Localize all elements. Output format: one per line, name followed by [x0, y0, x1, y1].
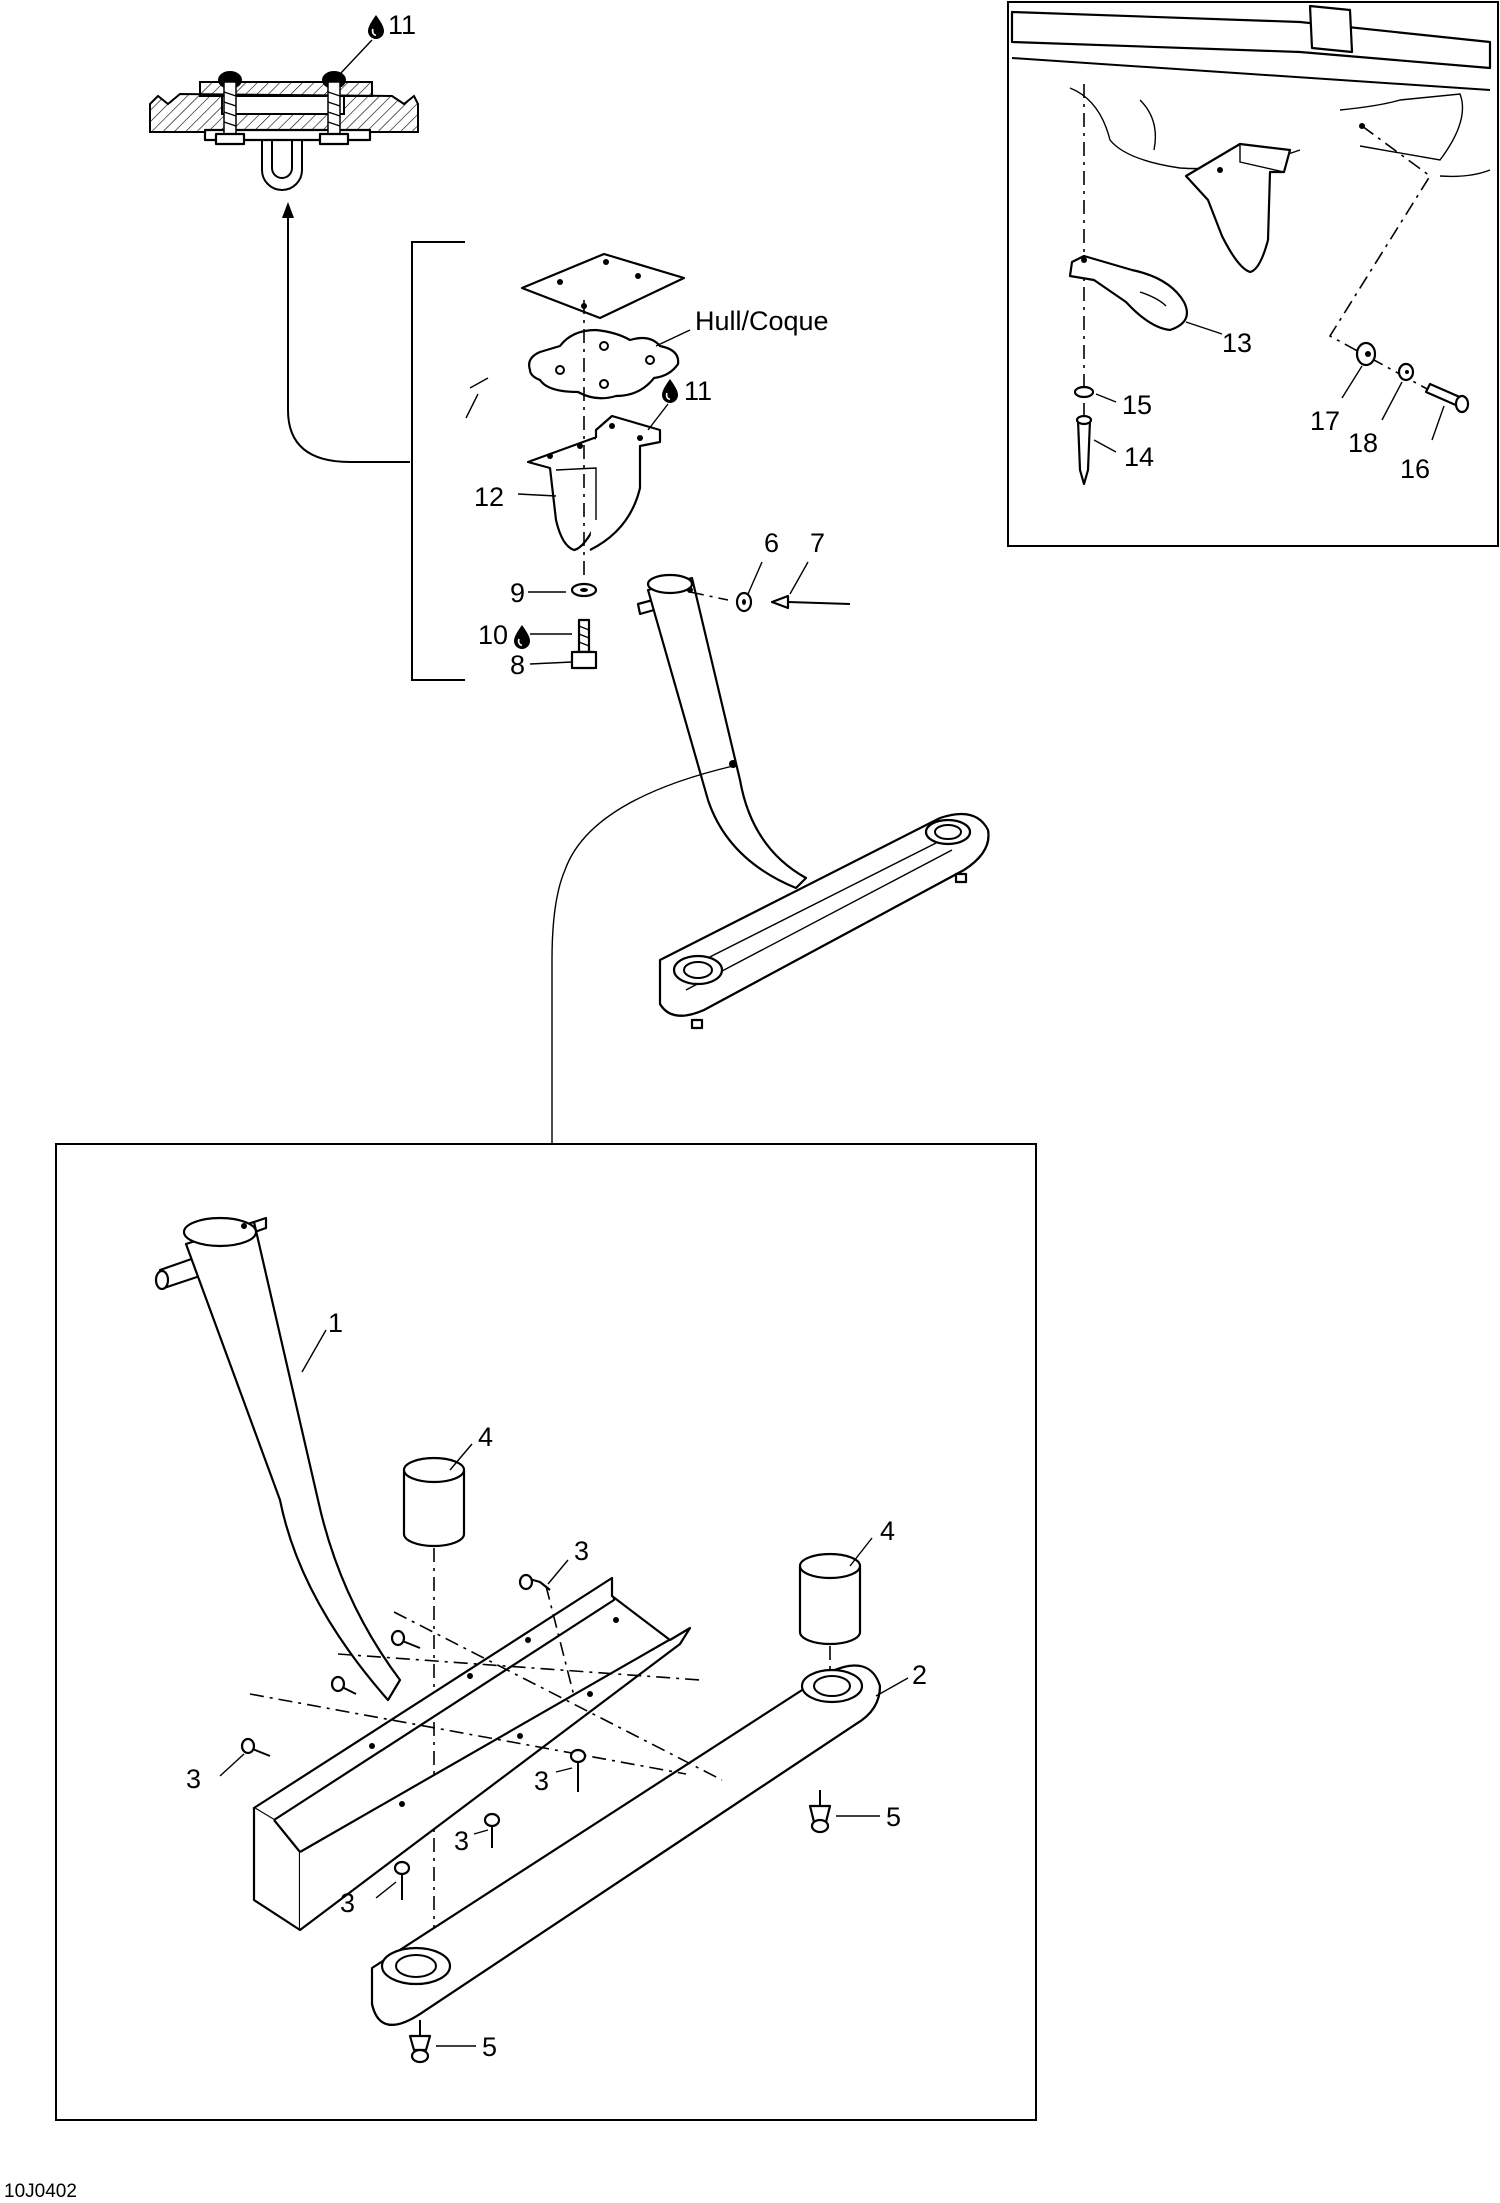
callout-8: 8	[510, 650, 525, 680]
inset-frame	[1007, 1, 1499, 547]
callout-11-b: 11	[684, 376, 712, 406]
bracket-assembly: Hull/Coque 11 12 9 10 8	[465, 252, 829, 680]
callout-7: 7	[810, 528, 825, 558]
hull-label: Hull/Coque	[695, 306, 829, 336]
screw-group	[240, 1573, 587, 1900]
callout-3-e: 3	[340, 1888, 355, 1918]
callout-5-b: 5	[482, 2032, 497, 2062]
callout-4-b: 4	[880, 1516, 895, 1546]
callout-17: 17	[1310, 406, 1340, 436]
exploded-stand: 1 4 4 2	[154, 1216, 927, 2064]
callout-14: 14	[1124, 442, 1154, 472]
foot-right	[808, 1790, 832, 1834]
callout-18: 18	[1348, 428, 1378, 458]
stand-assembled: 6 7	[636, 528, 990, 1030]
inset-detail: 13 15 14 17 18 16	[1010, 4, 1492, 486]
callout-6: 6	[764, 528, 779, 558]
oil-drop-icon	[513, 624, 531, 650]
foot-left	[408, 2020, 432, 2064]
exploded-frame	[55, 1143, 1037, 2121]
callout-10: 10	[478, 620, 508, 650]
callout-11: 11	[388, 10, 416, 40]
hull-section-detail: 11	[149, 10, 419, 191]
callout-4: 4	[478, 1422, 493, 1452]
callout-13: 13	[1222, 328, 1252, 358]
callout-3-d: 3	[454, 1826, 469, 1856]
oil-drop-icon	[367, 14, 385, 40]
callout-9: 9	[510, 578, 525, 608]
callout-12: 12	[474, 482, 504, 512]
callout-1: 1	[328, 1308, 343, 1338]
callout-3-b: 3	[186, 1764, 201, 1794]
callout-3: 3	[574, 1536, 589, 1566]
callout-16: 16	[1400, 454, 1430, 484]
drawing-code: 10J0402	[4, 2181, 77, 2202]
callout-15: 15	[1122, 390, 1152, 420]
callout-2: 2	[912, 1660, 927, 1690]
oil-drop-icon	[661, 378, 679, 404]
callout-5: 5	[886, 1802, 901, 1832]
bolt-right	[318, 71, 350, 146]
callout-3-c: 3	[534, 1766, 549, 1796]
bolt-left	[214, 71, 246, 146]
